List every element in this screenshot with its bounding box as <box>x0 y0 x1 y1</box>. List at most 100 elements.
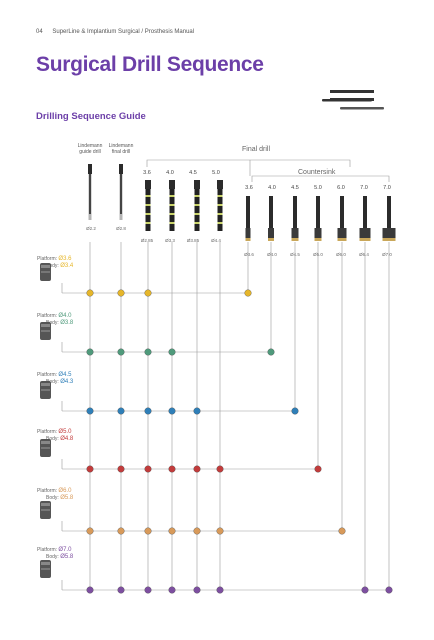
drill-icon <box>194 213 200 215</box>
dot-icon <box>361 586 369 594</box>
implant-label: Platform: Ø6.0 Body: Ø5.8 <box>37 488 74 501</box>
drill-icon <box>88 164 92 174</box>
dot-icon <box>216 586 224 594</box>
final-drill-size: 4.5 <box>189 170 197 176</box>
countersink-icon <box>337 238 347 241</box>
dot-icon <box>144 527 152 535</box>
implant-icon <box>41 324 50 327</box>
implant-label: Platform: Ø7.0 Body: Ø5.8 <box>37 547 74 560</box>
lindemann-final-label: Lindemann final drill <box>108 143 134 155</box>
countersink-size: 4.0 <box>268 185 276 191</box>
manual-title: SuperLine & Implantium Surgical / Prosth… <box>52 29 195 35</box>
countersink-size: 7.0 <box>360 185 368 191</box>
drill-set-icon <box>330 90 374 93</box>
drill-icon <box>217 213 223 215</box>
final-drill-size: 5.0 <box>212 170 220 176</box>
drill-icon <box>169 204 175 206</box>
drill-icon <box>119 174 123 220</box>
final-drill-diameter: Ø3.3 <box>165 238 175 243</box>
dot-icon <box>193 527 201 535</box>
drill-icon <box>145 189 151 231</box>
dot-icon <box>193 407 201 415</box>
drill-icon <box>169 213 175 215</box>
implant-icon <box>41 509 50 511</box>
implant-label: Platform: Ø5.0 Body: Ø4.8 <box>37 429 74 442</box>
drill-icon <box>145 195 151 197</box>
dot-icon <box>144 348 152 356</box>
countersink-diameter: Ø3.6 <box>244 252 254 257</box>
dot-icon <box>86 586 94 594</box>
dot-icon <box>117 465 125 473</box>
drill-icon <box>217 180 223 189</box>
countersink-icon <box>268 228 274 238</box>
dot-icon <box>385 586 393 594</box>
dot-icon <box>314 465 322 473</box>
lindemann-guide-diameter: Ø2.2 <box>86 226 96 231</box>
drill-icon <box>194 195 200 197</box>
dot-icon <box>168 527 176 535</box>
implant-icon <box>41 265 50 268</box>
final-drill-size: 4.0 <box>166 170 174 176</box>
drill-icon <box>217 204 223 206</box>
drill-icon <box>217 189 223 231</box>
countersink-icon <box>293 196 297 228</box>
dot-icon <box>117 586 125 594</box>
countersink-icon <box>291 238 299 241</box>
countersink-icon <box>359 228 371 238</box>
final-drill-size: 3.6 <box>143 170 151 176</box>
countersink-size: 6.0 <box>337 185 345 191</box>
dot-icon <box>193 465 201 473</box>
countersink-label: Countersink <box>298 169 336 176</box>
final-drill-diameter: Ø4.4 <box>211 238 221 243</box>
drill-icon <box>145 180 151 189</box>
dot-icon <box>168 586 176 594</box>
dot-icon <box>86 289 94 297</box>
implant-label: Platform: Ø4.5 Body: Ø4.3 <box>37 372 74 385</box>
countersink-icon <box>340 196 344 228</box>
countersink-icon <box>269 196 273 228</box>
countersink-icon <box>316 196 320 228</box>
dot-icon <box>86 348 94 356</box>
implant-icon <box>41 568 50 570</box>
dot-icon <box>86 407 94 415</box>
page-header: 04 SuperLine & Implantium Surgical / Pro… <box>36 29 194 35</box>
countersink-size: 5.0 <box>314 185 322 191</box>
dot-icon <box>144 289 152 297</box>
drill-icon <box>217 195 223 197</box>
drill-icon <box>169 222 175 224</box>
countersink-icon <box>359 238 371 241</box>
dot-icon <box>216 465 224 473</box>
dot-icon <box>117 407 125 415</box>
dot-icon <box>117 348 125 356</box>
dot-icon <box>86 465 94 473</box>
countersink-diameter: Ø6.0 <box>336 252 346 257</box>
countersink-icon <box>246 196 250 228</box>
countersink-size: 4.5 <box>291 185 299 191</box>
dot-icon <box>291 407 299 415</box>
dot-icon <box>86 527 94 535</box>
final-drill-diameter: Ø2.85 <box>140 238 154 243</box>
lindemann-guide-label: Lindemann guide drill <box>77 143 103 155</box>
final-drill-diameter: Ø3.85 <box>186 238 200 243</box>
implant-label: Platform: Ø4.0 Body: Ø3.8 <box>37 313 74 326</box>
dot-icon <box>244 289 252 297</box>
countersink-diameter: Ø6.4 <box>359 252 369 257</box>
countersink-icon <box>387 196 391 228</box>
countersink-icon <box>245 238 251 241</box>
dot-icon <box>216 527 224 535</box>
drill-icon <box>169 195 175 197</box>
page-number: 04 <box>36 29 43 35</box>
countersink-icon <box>291 228 299 238</box>
drill-icon <box>88 174 92 220</box>
drill-icon <box>169 180 175 189</box>
countersink-diameter: Ø7.0 <box>382 252 392 257</box>
drill-icon <box>145 222 151 224</box>
lindemann-final-diameter: Ø2.8 <box>116 226 126 231</box>
dot-icon <box>168 407 176 415</box>
dot-icon <box>168 348 176 356</box>
drill-icon <box>194 189 200 231</box>
countersink-icon <box>268 238 274 241</box>
drill-icon <box>145 213 151 215</box>
countersink-icon <box>314 228 322 238</box>
